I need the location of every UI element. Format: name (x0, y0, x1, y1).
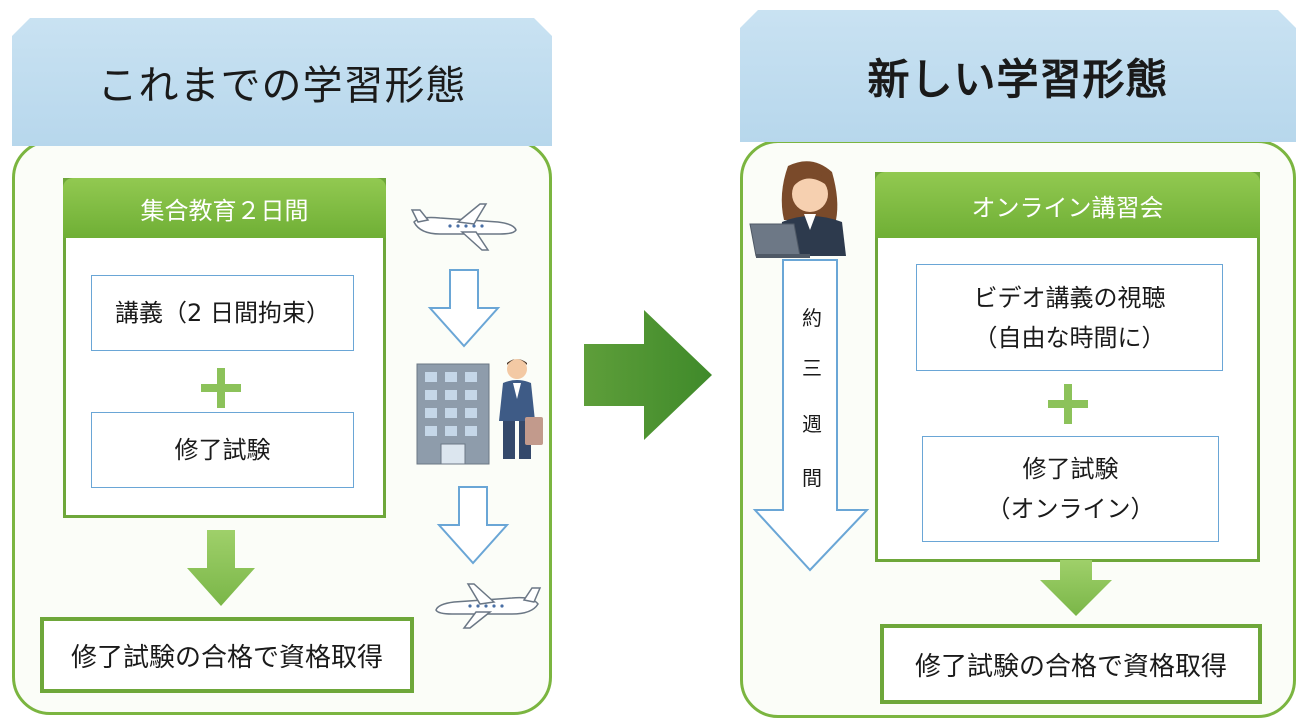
building-icon (416, 363, 490, 465)
plus-icon (1048, 384, 1088, 424)
right-result-label: 修了試験の合格で資格取得 (914, 651, 1227, 682)
duration-arrow (752, 259, 870, 572)
transition-arrow (584, 310, 712, 440)
airplane-icon (410, 203, 517, 251)
right-result-box: 修了試験の合格で資格取得 (880, 624, 1262, 704)
down-arrow-outline-2 (436, 486, 510, 565)
plus-icon (201, 368, 241, 408)
duration-char-2: 三 (802, 356, 822, 380)
left-result-label: 修了試験の合格で資格取得 (70, 642, 383, 673)
left-panel-header: これまでの学習形態 (12, 18, 552, 146)
right-lecture-line1: ビデオ講義の視聴 (973, 283, 1166, 312)
down-arrow-outline-1 (427, 269, 501, 348)
duration-char-1: 約 (802, 306, 822, 330)
right-lecture-line2: （自由な時間に） (973, 323, 1166, 352)
right-exam-line2: （オンライン） (986, 495, 1155, 523)
woman-laptop-icon (749, 161, 846, 258)
right-exam-line1: 修了試験 (1022, 455, 1119, 483)
right-panel-title: 新しい学習形態 (867, 54, 1169, 104)
right-course-title: オンライン講習会 (875, 172, 1260, 238)
right-lecture-box: ビデオ講義の視聴 （自由な時間に） (916, 264, 1223, 371)
businessman-icon (499, 359, 543, 459)
right-panel-header: 新しい学習形態 (740, 10, 1296, 142)
left-lecture-box: 講義（2 日間拘束） (91, 275, 354, 351)
airplane-icon (435, 583, 542, 629)
left-lecture-label: 講義（2 日間拘束） (115, 299, 330, 327)
right-down-arrow (1040, 560, 1112, 616)
duration-char-3: 週 (802, 412, 822, 436)
left-course-title: 集合教育２日間 (63, 178, 386, 238)
left-panel-title: これまでの学習形態 (97, 63, 467, 109)
left-exam-label: 修了試験 (174, 436, 271, 464)
left-result-box: 修了試験の合格で資格取得 (40, 617, 414, 693)
right-exam-box: 修了試験 （オンライン） (922, 436, 1219, 542)
left-exam-box: 修了試験 (91, 412, 354, 488)
duration-char-4: 間 (802, 466, 822, 490)
left-down-arrow (187, 530, 255, 606)
